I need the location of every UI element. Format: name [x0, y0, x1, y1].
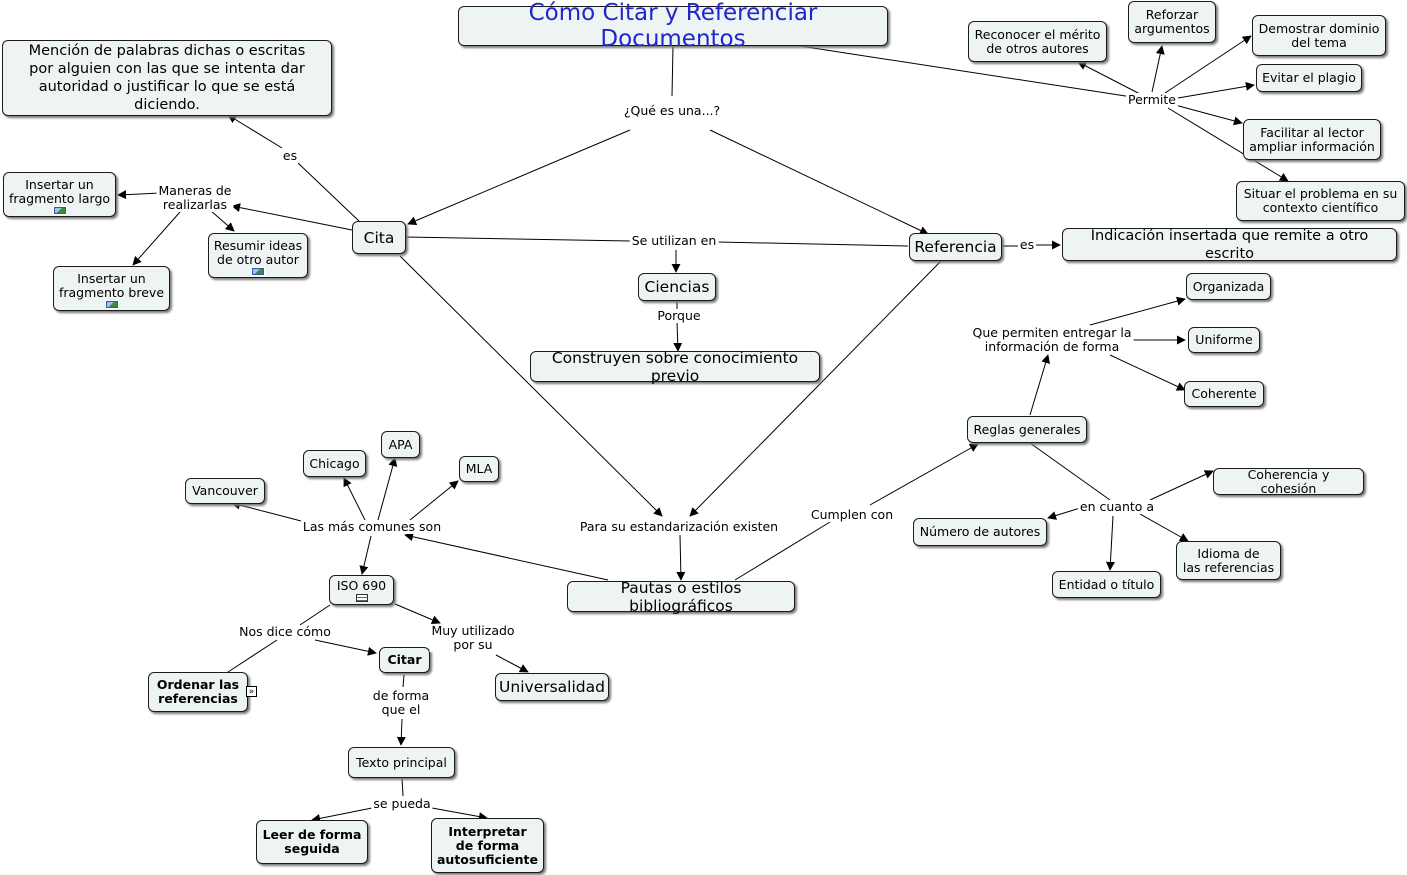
document-attachment-icon[interactable] — [355, 594, 368, 602]
label-que-es[interactable]: ¿Qué es una...? — [621, 103, 723, 118]
label-porque[interactable]: Porque — [655, 308, 703, 323]
label-en-cuanto[interactable]: en cuanto a — [1077, 499, 1157, 514]
image-attachment-icon[interactable] — [104, 300, 119, 309]
node-chicago[interactable]: Chicago — [303, 450, 366, 477]
node-universalidad[interactable]: Universalidad — [495, 673, 609, 701]
label-que-permiten[interactable]: Que permiten entregar la información de … — [970, 325, 1134, 354]
label-es-cita[interactable]: es — [280, 148, 300, 163]
label-se-utilizan[interactable]: Se utilizan en — [629, 233, 719, 248]
image-attachment-icon[interactable] — [251, 267, 265, 276]
label-estandarizacion[interactable]: Para su estandarización existen — [577, 519, 781, 534]
label-de-forma[interactable]: de forma que el — [370, 688, 432, 717]
node-coherente[interactable]: Coherente — [1184, 381, 1264, 407]
node-citar[interactable]: Citar — [379, 647, 430, 673]
label-maneras[interactable]: Maneras de realizarlas — [156, 183, 234, 212]
node-insertar-largo[interactable]: Insertar un fragmento largo — [3, 172, 116, 217]
node-interpretar[interactable]: Interpretar de forma autosuficiente — [431, 818, 544, 873]
image-attachment-icon[interactable] — [52, 206, 67, 215]
label-permite[interactable]: Permite — [1126, 92, 1178, 107]
node-facilitar[interactable]: Facilitar al lector ampliar información — [1243, 119, 1381, 160]
node-reconocer[interactable]: Reconocer el mérito de otros autores — [968, 21, 1107, 62]
node-uniforme[interactable]: Uniforme — [1188, 327, 1260, 353]
label-nos-dice[interactable]: Nos dice cómo — [237, 624, 333, 639]
node-numero-autores[interactable]: Número de autores — [913, 518, 1047, 546]
node-mla[interactable]: MLA — [459, 456, 499, 482]
map-title[interactable]: Cómo Citar y Referenciar Documentos — [458, 0, 888, 52]
node-demostrar[interactable]: Demostrar dominio del tema — [1252, 15, 1386, 56]
node-reglas[interactable]: Reglas generales — [967, 416, 1087, 443]
node-apa[interactable]: APA — [381, 431, 420, 458]
node-insertar-largo-label: Insertar un fragmento largo — [8, 177, 111, 206]
node-idioma[interactable]: Idioma de las referencias — [1176, 541, 1281, 580]
node-texto-principal[interactable]: Texto principal — [348, 747, 455, 778]
node-vancouver[interactable]: Vancouver — [185, 478, 265, 504]
node-resumir[interactable]: Resumir ideas de otro autor — [208, 233, 308, 278]
node-pautas[interactable]: Pautas o estilos bibliográficos — [567, 579, 795, 615]
label-muy-utilizado[interactable]: Muy utilizado por su — [429, 623, 517, 652]
node-referencia[interactable]: Referencia — [909, 233, 1002, 261]
link-arrow-icon[interactable]: » — [246, 686, 257, 697]
node-ciencias[interactable]: Ciencias — [638, 273, 716, 301]
node-iso[interactable]: ISO 690 — [329, 575, 394, 605]
node-insertar-breve-label: Insertar un fragmento breve — [58, 271, 165, 300]
node-organizada[interactable]: Organizada — [1186, 273, 1271, 300]
node-resumir-label: Resumir ideas de otro autor — [213, 238, 303, 267]
label-es-referencia[interactable]: es — [1017, 237, 1037, 252]
node-situar[interactable]: Situar el problema en su contexto cientí… — [1236, 181, 1405, 221]
node-coherencia[interactable]: Coherencia y cohesión — [1213, 467, 1364, 495]
node-construyen[interactable]: Construyen sobre conocimiento previo — [530, 349, 820, 385]
node-entidad[interactable]: Entidad o título — [1052, 571, 1161, 598]
node-definicion-referencia[interactable]: Indicación insertada que remite a otro e… — [1062, 228, 1397, 262]
label-se-pueda[interactable]: se pueda — [371, 796, 433, 811]
node-evitar[interactable]: Evitar el plagio — [1256, 64, 1362, 92]
node-reforzar[interactable]: Reforzar argumentos — [1128, 1, 1216, 43]
node-ordenar[interactable]: Ordenar las referencias — [148, 672, 248, 712]
node-cita[interactable]: Cita — [352, 221, 406, 254]
node-insertar-breve[interactable]: Insertar un fragmento breve — [53, 266, 170, 311]
node-definicion-cita[interactable]: Mención de palabras dichas o escritas po… — [2, 40, 332, 116]
label-cumplen[interactable]: Cumplen con — [808, 507, 896, 522]
node-iso-label: ISO 690 — [336, 578, 387, 593]
label-mas-comunes[interactable]: Las más comunes son — [300, 519, 444, 534]
node-leer[interactable]: Leer de forma seguida — [256, 820, 368, 864]
